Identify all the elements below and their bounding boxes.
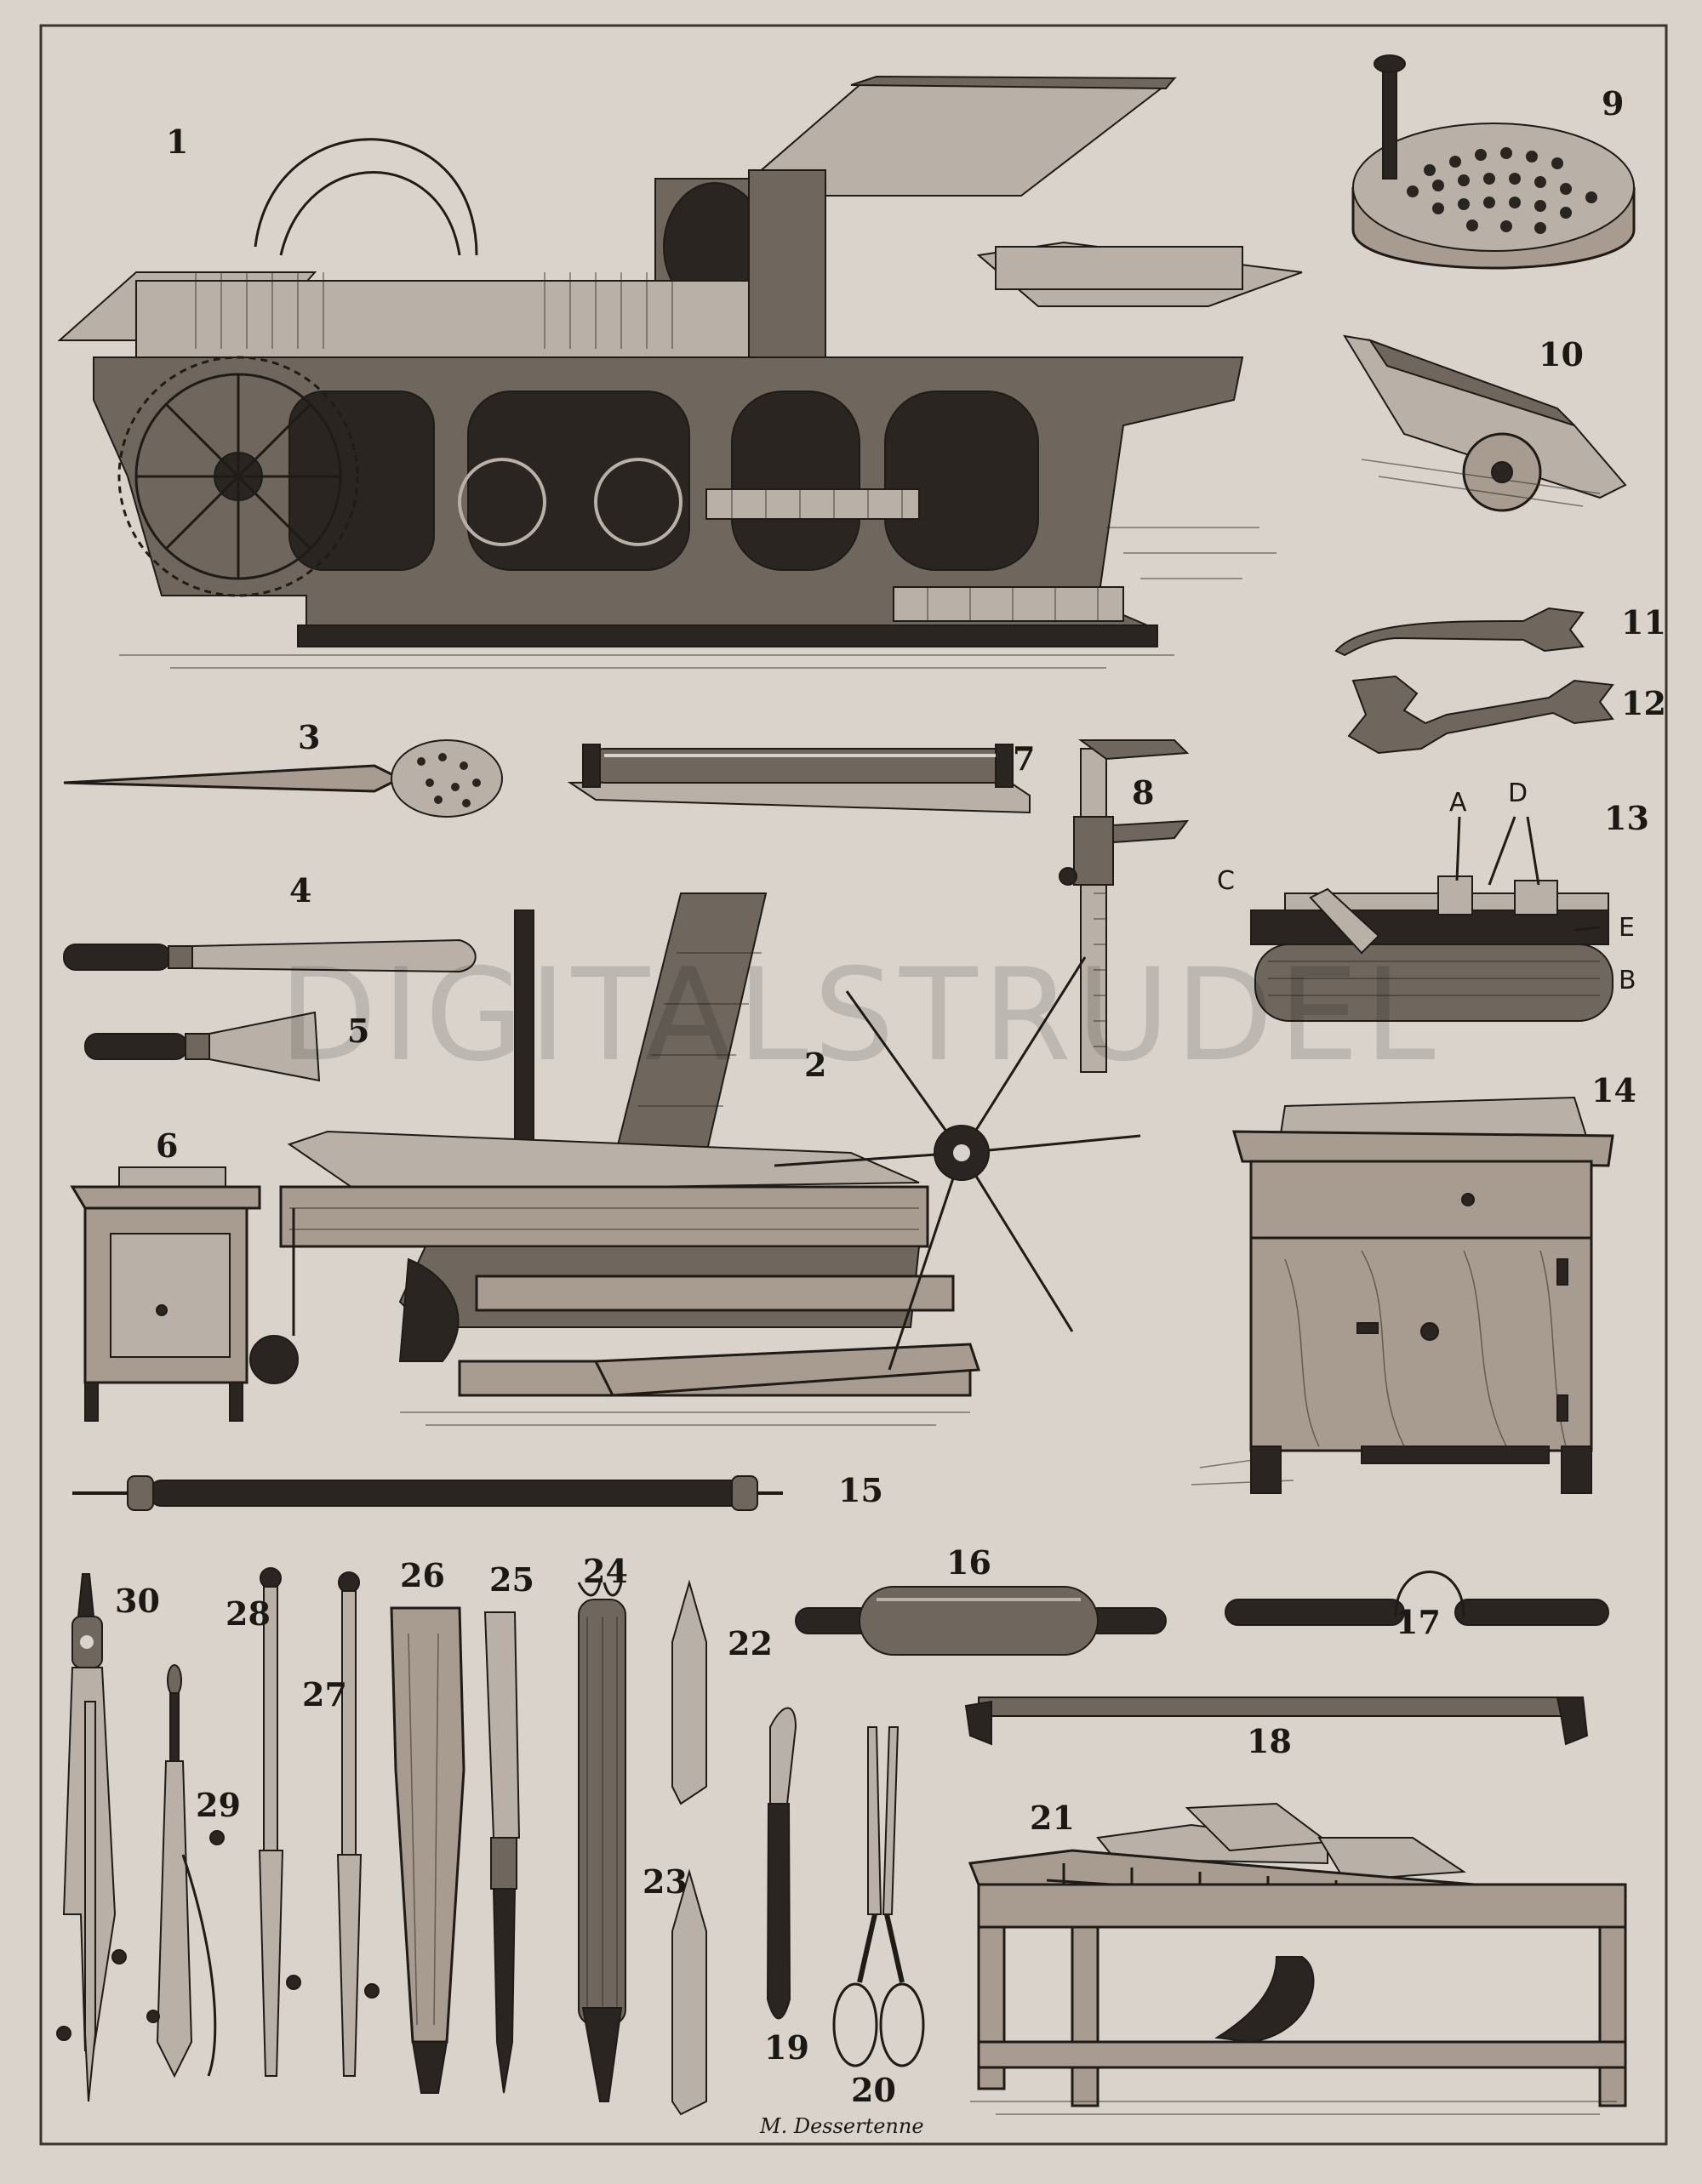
detail-letter-a: A xyxy=(1449,788,1467,818)
pen-point-icon xyxy=(671,1579,707,1805)
scraper-icon xyxy=(84,1011,321,1082)
brush-icon xyxy=(483,1611,521,2094)
roller-frame-icon xyxy=(567,744,1031,814)
figure-number-20: 20 xyxy=(851,2071,896,2109)
figure-number-7: 7 xyxy=(1013,739,1035,778)
detail-letter-e: E xyxy=(1619,913,1635,943)
figure-number-5: 5 xyxy=(347,1012,369,1050)
palette-knife-icon xyxy=(63,938,477,973)
figure-number-4: 4 xyxy=(289,871,311,910)
ink-roller-icon xyxy=(795,1586,1167,1656)
long-rod-icon xyxy=(72,1475,783,1511)
straight-edge-icon xyxy=(964,1696,1589,1746)
detail-letter-b: B xyxy=(1619,966,1636,995)
figure-number-6: 6 xyxy=(156,1126,178,1165)
figure-number-22: 22 xyxy=(728,1624,773,1662)
figure-number-3: 3 xyxy=(298,718,320,756)
figure-number-13: 13 xyxy=(1604,799,1649,837)
dabber-icon xyxy=(63,739,503,818)
figure-number-12: 12 xyxy=(1621,684,1666,722)
figure-number-10: 10 xyxy=(1539,335,1584,374)
figure-number-14: 14 xyxy=(1591,1071,1636,1109)
roller-handle-icon xyxy=(1225,1571,1609,1626)
small-cabinet-icon xyxy=(70,1166,261,1422)
small-wrench-icon xyxy=(1334,607,1585,657)
watermark-text: DIGITALSTRUDEL xyxy=(278,942,1440,1090)
figure-number-29: 29 xyxy=(196,1786,241,1824)
round-stone-icon xyxy=(1351,54,1636,270)
figure-number-2: 2 xyxy=(804,1046,826,1084)
flat-brush-icon xyxy=(390,1606,465,2094)
figure-number-23: 23 xyxy=(643,1862,688,1901)
small-compass-icon xyxy=(146,1664,225,2079)
double-wrench-icon xyxy=(1347,675,1614,755)
figure-number-16: 16 xyxy=(946,1543,991,1582)
figure-number-17: 17 xyxy=(1396,1603,1441,1641)
compass-icon xyxy=(56,1573,127,2102)
figure-number-1: 1 xyxy=(166,123,188,161)
figure-number-21: 21 xyxy=(1030,1799,1075,1837)
stone-cabinet-icon xyxy=(1191,1096,1614,1494)
cylinder-press-icon xyxy=(57,75,1303,669)
detail-letter-c: C xyxy=(1217,866,1235,896)
figure-number-11: 11 xyxy=(1621,603,1666,642)
figure-number-8: 8 xyxy=(1132,773,1154,812)
detail-letter-d: D xyxy=(1508,778,1528,808)
figure-number-27: 27 xyxy=(302,1675,347,1714)
scissors-icon xyxy=(832,1726,925,2067)
stone-detail-icon xyxy=(1250,816,1613,1022)
hand-press-icon xyxy=(249,892,1141,1426)
figure-number-28: 28 xyxy=(226,1594,271,1633)
figure-number-19: 19 xyxy=(764,2028,809,2067)
ruling-pen-icon xyxy=(336,1571,380,2077)
caliper-icon xyxy=(1059,739,1190,1073)
engraver-signature: M. Dessertenne xyxy=(759,2114,924,2138)
pen-point-icon xyxy=(671,1868,707,2116)
cart-icon xyxy=(1343,334,1627,512)
knife-icon xyxy=(766,1707,797,2020)
figure-number-18: 18 xyxy=(1247,1722,1292,1760)
figure-number-26: 26 xyxy=(400,1556,445,1594)
figure-numbers: 1 2 3 4 5 6 7 8 9 10 11 12 13 14 15 16 1… xyxy=(115,84,1666,2109)
plate-border xyxy=(39,24,1668,2146)
brush-holder-icon xyxy=(577,1582,626,2102)
figure-number-30: 30 xyxy=(115,1582,160,1620)
ruling-pen-icon xyxy=(258,1567,301,2077)
figure-number-24: 24 xyxy=(583,1552,628,1590)
stone-grinding-table-icon xyxy=(968,1802,1627,2115)
figure-number-25: 25 xyxy=(489,1560,534,1599)
figure-13-letters: A D C E B xyxy=(1217,778,1636,995)
figure-number-15: 15 xyxy=(838,1471,883,1509)
figure-number-9: 9 xyxy=(1602,84,1624,123)
